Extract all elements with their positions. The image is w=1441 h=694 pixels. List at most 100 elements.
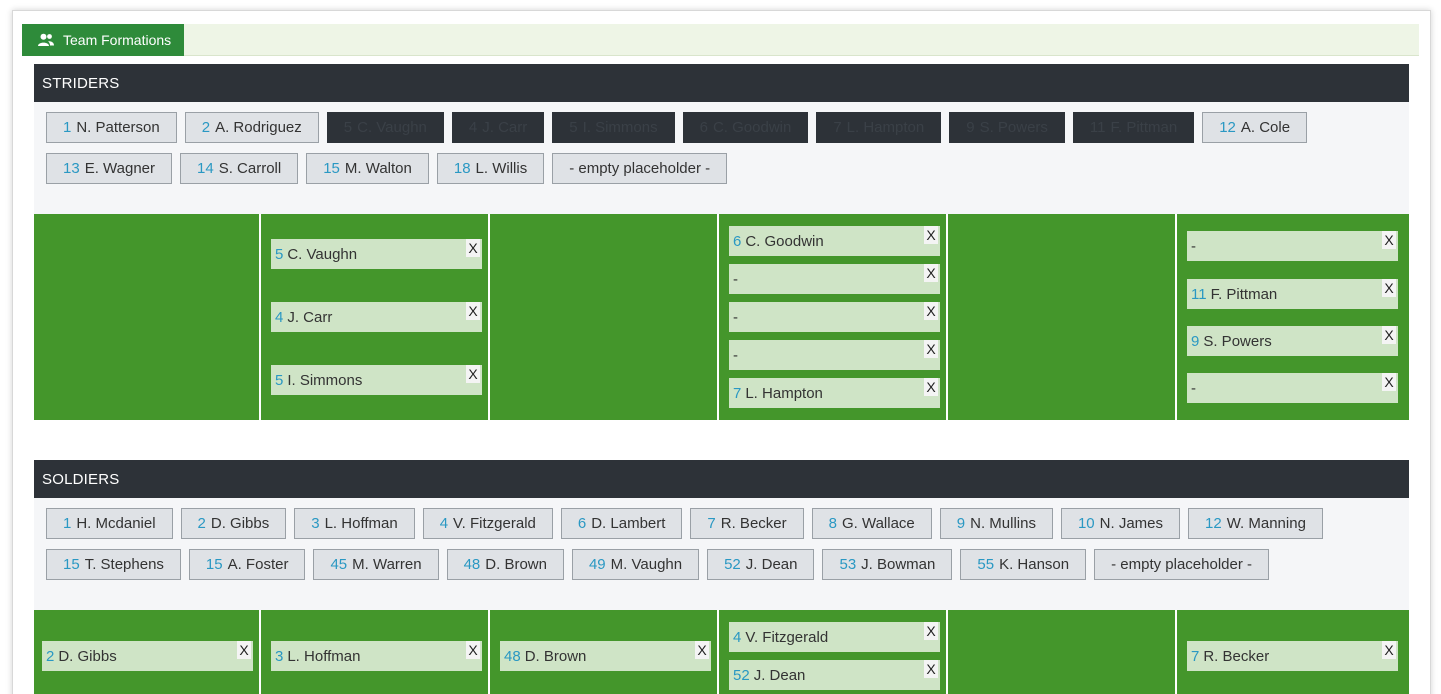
formation-column xyxy=(950,214,1177,420)
remove-button[interactable]: X xyxy=(1382,279,1396,297)
team-name: SOLDIERS xyxy=(34,460,1409,498)
player-name: M. Vaughn xyxy=(610,556,683,573)
remove-button[interactable]: X xyxy=(924,302,938,320)
player-name: J. Carr xyxy=(482,119,528,136)
player-number: 15 xyxy=(323,160,340,177)
remove-button[interactable]: X xyxy=(695,641,709,659)
remove-button[interactable]: X xyxy=(466,641,480,659)
player-name: - empty placeholder - xyxy=(1111,556,1253,573)
player-number: 13 xyxy=(63,160,80,177)
remove-button[interactable]: X xyxy=(466,239,480,257)
player-name: L. Hoffman xyxy=(287,647,361,665)
position-slot[interactable]: -X xyxy=(729,340,940,370)
player-chip[interactable]: - empty placeholder - xyxy=(1094,549,1270,580)
player-number: 9 xyxy=(956,515,966,532)
player-chip[interactable]: - empty placeholder - xyxy=(552,153,728,184)
tab-bar: Team Formations xyxy=(22,24,1419,56)
remove-button[interactable]: X xyxy=(237,641,251,659)
player-name: N. Mullins xyxy=(970,515,1036,532)
remove-button[interactable]: X xyxy=(466,365,480,383)
player-name: L. Willis xyxy=(475,160,528,177)
tab-team-formations[interactable]: Team Formations xyxy=(22,24,184,56)
player-name: S. Carroll xyxy=(218,160,282,177)
remove-button[interactable]: X xyxy=(924,660,938,678)
player-name: - xyxy=(733,270,738,288)
player-name: C. Goodwin xyxy=(745,232,824,250)
player-name: V. Fitzgerald xyxy=(453,515,536,532)
player-name: J. Bowman xyxy=(861,556,936,573)
player-number: 4 xyxy=(439,515,449,532)
player-number: 2 xyxy=(201,119,211,136)
remove-button[interactable]: X xyxy=(1382,641,1396,659)
remove-button[interactable]: X xyxy=(1382,373,1396,391)
player-number: 5 xyxy=(569,119,578,136)
remove-button[interactable]: X xyxy=(924,340,938,358)
position-slot[interactable]: -X xyxy=(729,264,940,294)
remove-button[interactable]: X xyxy=(924,622,938,640)
player-name: D. Gibbs xyxy=(58,647,117,665)
player-number: 3 xyxy=(275,647,284,665)
player-name: N. Patterson xyxy=(76,119,160,136)
remove-button[interactable]: X xyxy=(924,378,938,396)
player-name: J. Carr xyxy=(287,308,333,326)
player-name: I. Simmons xyxy=(287,371,363,389)
position-slot[interactable]: -X xyxy=(1187,231,1398,261)
remove-button[interactable]: X xyxy=(1382,326,1396,344)
position-slot[interactable]: -X xyxy=(729,302,940,332)
player-number: 9 xyxy=(966,119,975,136)
remove-button[interactable]: X xyxy=(1382,231,1396,249)
position-slot[interactable]: -X xyxy=(1187,373,1398,403)
remove-button[interactable]: X xyxy=(466,302,480,320)
remove-button[interactable]: X xyxy=(924,226,938,244)
player-number: 18 xyxy=(453,160,471,177)
player-number: 45 xyxy=(330,556,348,573)
remove-button[interactable]: X xyxy=(924,264,938,282)
player-name: T. Stephens xyxy=(84,556,164,573)
